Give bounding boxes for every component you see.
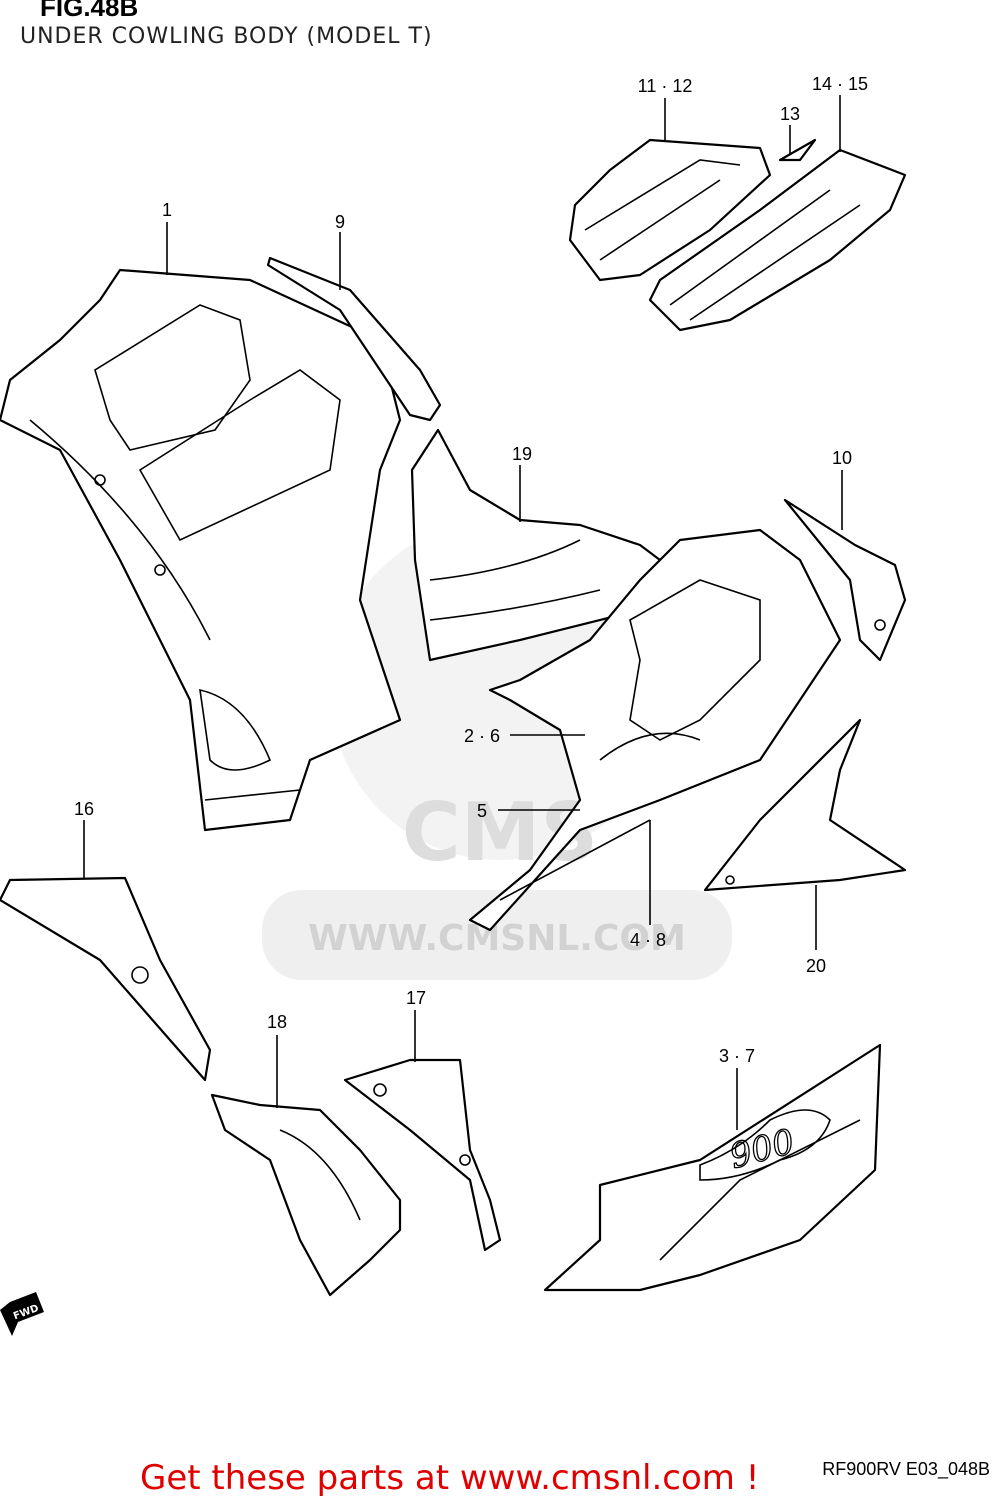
- callout-9: 9: [335, 212, 345, 232]
- callout-20: 20: [806, 956, 826, 976]
- part-14-15-panel[interactable]: [648, 148, 907, 332]
- callout-4-8: 4 · 8: [630, 930, 666, 950]
- part-11-12-panel[interactable]: [568, 138, 772, 282]
- callout-1: 1: [162, 200, 172, 220]
- callout-labels: 1 9 11 · 12 13 14 · 15 19 10 2 · 6 5 4 ·…: [74, 74, 868, 1066]
- part-13-piece[interactable]: [778, 138, 817, 162]
- callout-10: 10: [832, 448, 852, 468]
- diagram-code: RF900RV E03_048B: [822, 1459, 990, 1479]
- part-1-upper-cowl[interactable]: [0, 268, 402, 832]
- part-20-side-panel[interactable]: [703, 718, 907, 892]
- callout-11-12: 11 · 12: [638, 76, 693, 96]
- figure-title: FIG.48B: [40, 0, 139, 22]
- watermark-url: WWW.CMSNL.COM: [308, 918, 686, 959]
- part-18-bracket[interactable]: [210, 1093, 402, 1297]
- part-17-bracket[interactable]: [343, 1058, 502, 1252]
- get-parts-link[interactable]: Get these parts at www.cmsnl.com !: [140, 1458, 760, 1498]
- callout-17: 17: [406, 988, 426, 1008]
- part-16-panel[interactable]: [0, 876, 212, 1082]
- part-2-6-lower-cowl[interactable]: [468, 528, 842, 932]
- fwd-arrow-icon: FWD: [0, 1292, 44, 1336]
- callout-16: 16: [74, 799, 94, 819]
- callout-5: 5: [477, 801, 487, 821]
- callout-14-15: 14 · 15: [812, 74, 868, 94]
- callout-13: 13: [780, 104, 800, 124]
- callout-2-6: 2 · 6: [464, 726, 500, 746]
- part-3-7-side-cover[interactable]: 900: [543, 1043, 882, 1292]
- part-9-strip[interactable]: [266, 256, 442, 422]
- callout-19: 19: [512, 444, 532, 464]
- leader-lines: [83, 95, 843, 1130]
- figure-subtitle: UNDER COWLING BODY (MODEL T): [20, 24, 433, 49]
- callout-3-7: 3 · 7: [719, 1046, 755, 1066]
- part-10-bracket[interactable]: [783, 498, 907, 662]
- callout-18: 18: [267, 1012, 287, 1032]
